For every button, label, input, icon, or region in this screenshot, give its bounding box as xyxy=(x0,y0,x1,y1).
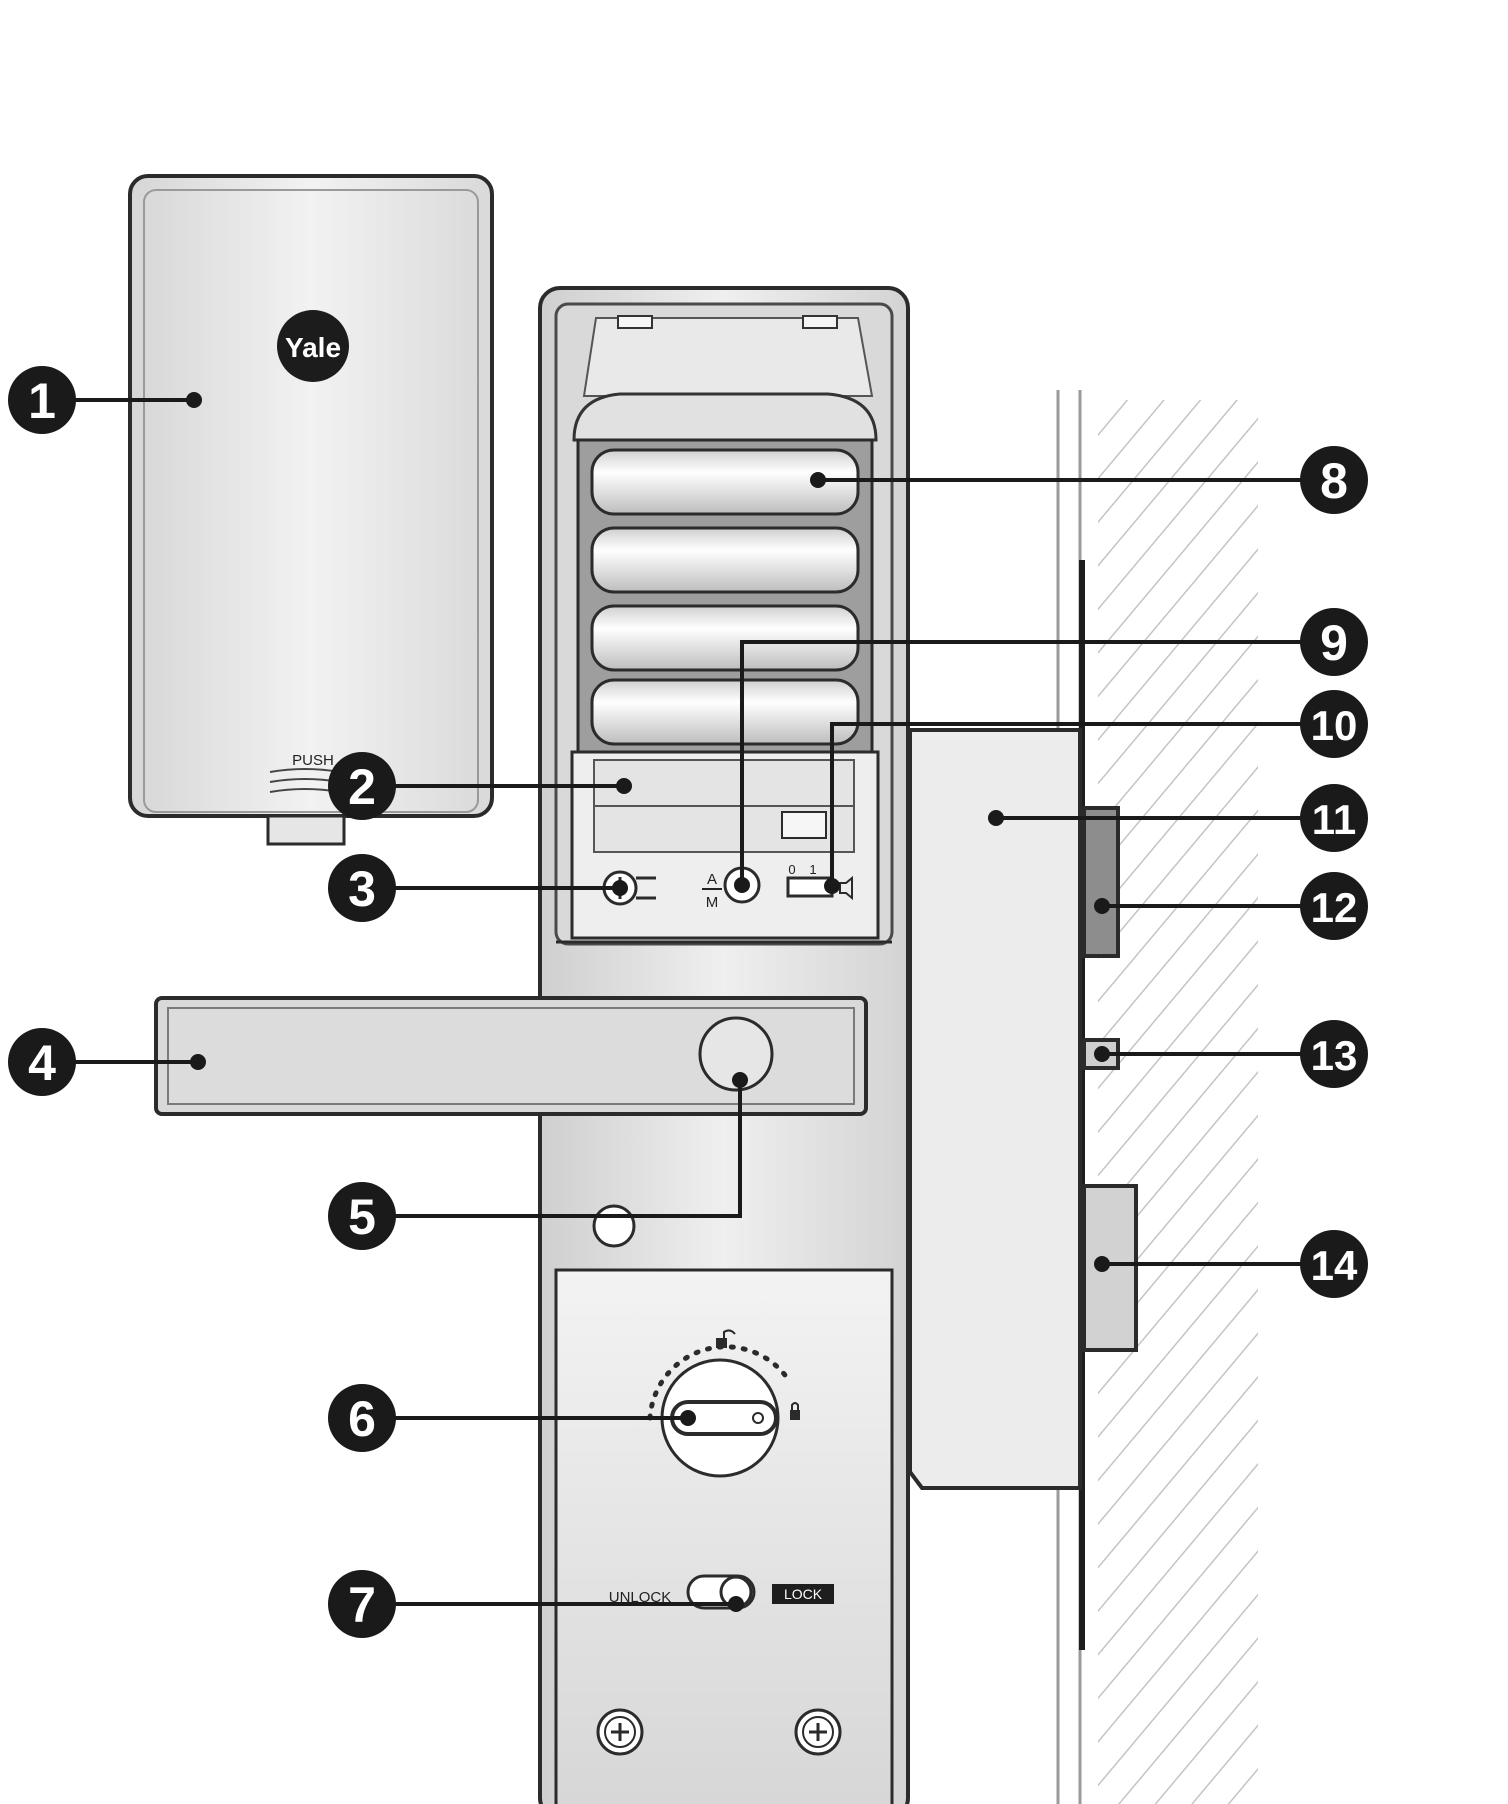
callout-13-label: 13 xyxy=(1311,1032,1358,1079)
callout-5: 5 xyxy=(328,1182,396,1250)
callout-6-label: 6 xyxy=(348,1391,376,1447)
screw-icon xyxy=(794,1708,842,1756)
callout-13: 13 xyxy=(1300,1020,1368,1088)
wall-section xyxy=(1056,390,1258,1804)
callout-7: 7 xyxy=(328,1570,396,1638)
callout-2: 2 xyxy=(328,752,396,820)
door-handle[interactable] xyxy=(154,996,868,1116)
unlock-label: UNLOCK xyxy=(609,1589,672,1606)
battery-icon xyxy=(590,604,860,672)
callout-10: 10 xyxy=(1300,690,1368,758)
callout-9-label: 9 xyxy=(1320,615,1348,671)
callout-2-label: 2 xyxy=(348,759,376,815)
manual-label: M xyxy=(706,894,719,911)
batteries xyxy=(590,448,860,746)
callout-badges: 1 2 3 4 5 6 7 8 9 10 11 12 13 14 xyxy=(8,366,1368,1638)
callout-1-label: 1 xyxy=(28,373,56,429)
callout-11: 11 xyxy=(1300,784,1368,852)
callout-12: 12 xyxy=(1300,872,1368,940)
callout-8-label: 8 xyxy=(1320,453,1348,509)
callout-4-label: 4 xyxy=(28,1035,56,1091)
leader-lines xyxy=(72,398,1302,1606)
battery-icon xyxy=(590,678,860,746)
latch-bolt xyxy=(1082,806,1120,958)
thumbturn[interactable] xyxy=(647,1329,800,1478)
leader-dots xyxy=(186,392,1110,1612)
yale-logo xyxy=(277,310,349,382)
battery-cover[interactable]: Yale PUSH xyxy=(128,174,494,846)
brand-logo-text: Yale xyxy=(285,332,341,363)
unlocked-padlock-icon xyxy=(716,1329,736,1348)
screw-icon xyxy=(596,1708,644,1756)
wall-hatch xyxy=(1098,400,1258,1804)
callout-14-label: 14 xyxy=(1311,1242,1358,1289)
cover-latch xyxy=(266,814,346,846)
lock-label-box xyxy=(772,1584,834,1604)
reset-button[interactable] xyxy=(781,811,827,839)
auto-label: A xyxy=(707,871,717,888)
locked-padlock-icon xyxy=(790,1402,800,1420)
callout-5-label: 5 xyxy=(348,1189,376,1245)
callout-12-label: 12 xyxy=(1311,884,1358,931)
callout-10-label: 10 xyxy=(1311,702,1358,749)
callout-6: 6 xyxy=(328,1384,396,1452)
callout-8: 8 xyxy=(1300,446,1368,514)
callout-3: 3 xyxy=(328,854,396,922)
callout-1: 1 xyxy=(8,366,76,434)
speaker-icon xyxy=(839,875,853,901)
callout-3-label: 3 xyxy=(348,861,376,917)
callout-11-label: 11 xyxy=(1312,796,1356,843)
battery-icon xyxy=(590,526,860,594)
emergency-key-hole xyxy=(592,1204,636,1248)
callout-9: 9 xyxy=(1300,608,1368,676)
lock-label: LOCK xyxy=(784,1586,823,1602)
push-label: PUSH xyxy=(292,752,334,769)
callout-4: 4 xyxy=(8,1028,76,1096)
dead-bolt xyxy=(1082,1184,1138,1352)
volume-off-label: 0 xyxy=(788,862,795,877)
callout-7-label: 7 xyxy=(348,1577,376,1633)
callout-14: 14 xyxy=(1300,1230,1368,1298)
fingerprint-button[interactable] xyxy=(698,1016,774,1092)
volume-on-label: 1 xyxy=(809,862,816,877)
